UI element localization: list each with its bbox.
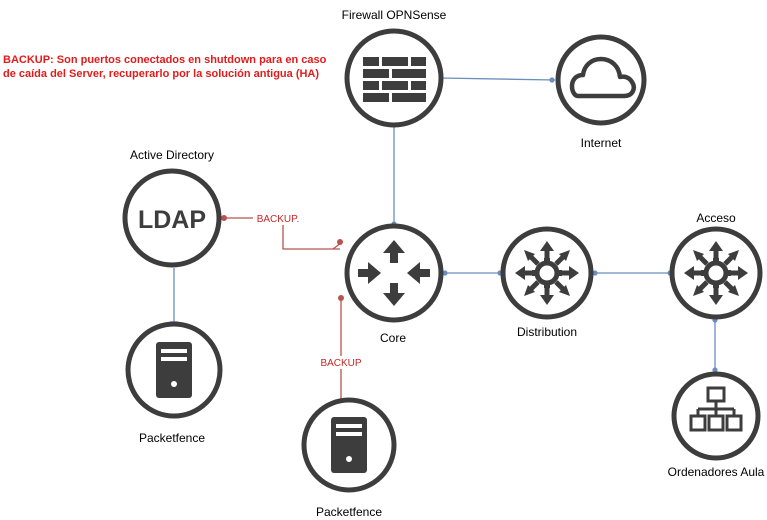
firewall-node[interactable]: Firewall OPNSense	[342, 8, 447, 128]
packetfence-2-label: Packetfence	[316, 505, 382, 519]
backup-note: BACKUP: Son puertos conectados en shutdo…	[3, 54, 327, 80]
packetfence-node-1[interactable]: Packetfence	[125, 321, 223, 445]
hierarchy-icon	[689, 386, 743, 432]
acceso-switch-node[interactable]: Acceso	[669, 211, 763, 320]
link-core-distribution	[442, 270, 503, 276]
cloud-icon	[569, 56, 636, 99]
backup-link-core-packetfence	[337, 295, 345, 401]
packetfence-1-label: Packetfence	[139, 431, 205, 445]
backup-label-core-packetfence: BACKUP	[318, 356, 364, 369]
ldap-icon-text: LDAP	[138, 206, 206, 234]
backup-label-ldap-core: BACKUP.	[253, 212, 303, 225]
internet-label: Internet	[581, 136, 622, 150]
packetfence-node-2[interactable]: Packetfence	[301, 397, 397, 519]
distribution-switch-node[interactable]: Distribution	[500, 226, 594, 339]
acceso-label: Acceso	[696, 211, 736, 225]
active-directory-node[interactable]: Active Directory LDAP	[122, 148, 222, 268]
link-distribution-acceso	[592, 270, 673, 276]
link-acceso-ordenadores	[712, 317, 718, 373]
ordenadores-aula-label: Ordenadores Aula	[668, 465, 765, 479]
distribution-label: Distribution	[517, 325, 577, 339]
brick-wall-icon	[363, 57, 426, 102]
link-firewall-internet	[437, 75, 556, 83]
ordenadores-aula-node[interactable]: Ordenadores Aula	[668, 371, 765, 479]
server-icon	[156, 342, 192, 398]
internet-node[interactable]: Internet	[555, 34, 647, 150]
core-label: Core	[380, 331, 406, 345]
firewall-label: Firewall OPNSense	[342, 8, 447, 22]
server-icon	[331, 417, 367, 473]
core-router-node[interactable]: Core	[344, 223, 444, 345]
link-firewall-core	[391, 127, 397, 227]
svg-text:BACKUP: BACKUP	[320, 358, 361, 369]
router-arrows-icon	[358, 240, 430, 306]
active-directory-label: Active Directory	[130, 148, 214, 162]
svg-text:BACKUP.: BACKUP.	[257, 214, 300, 225]
link-ldap-packetfence	[170, 268, 178, 323]
